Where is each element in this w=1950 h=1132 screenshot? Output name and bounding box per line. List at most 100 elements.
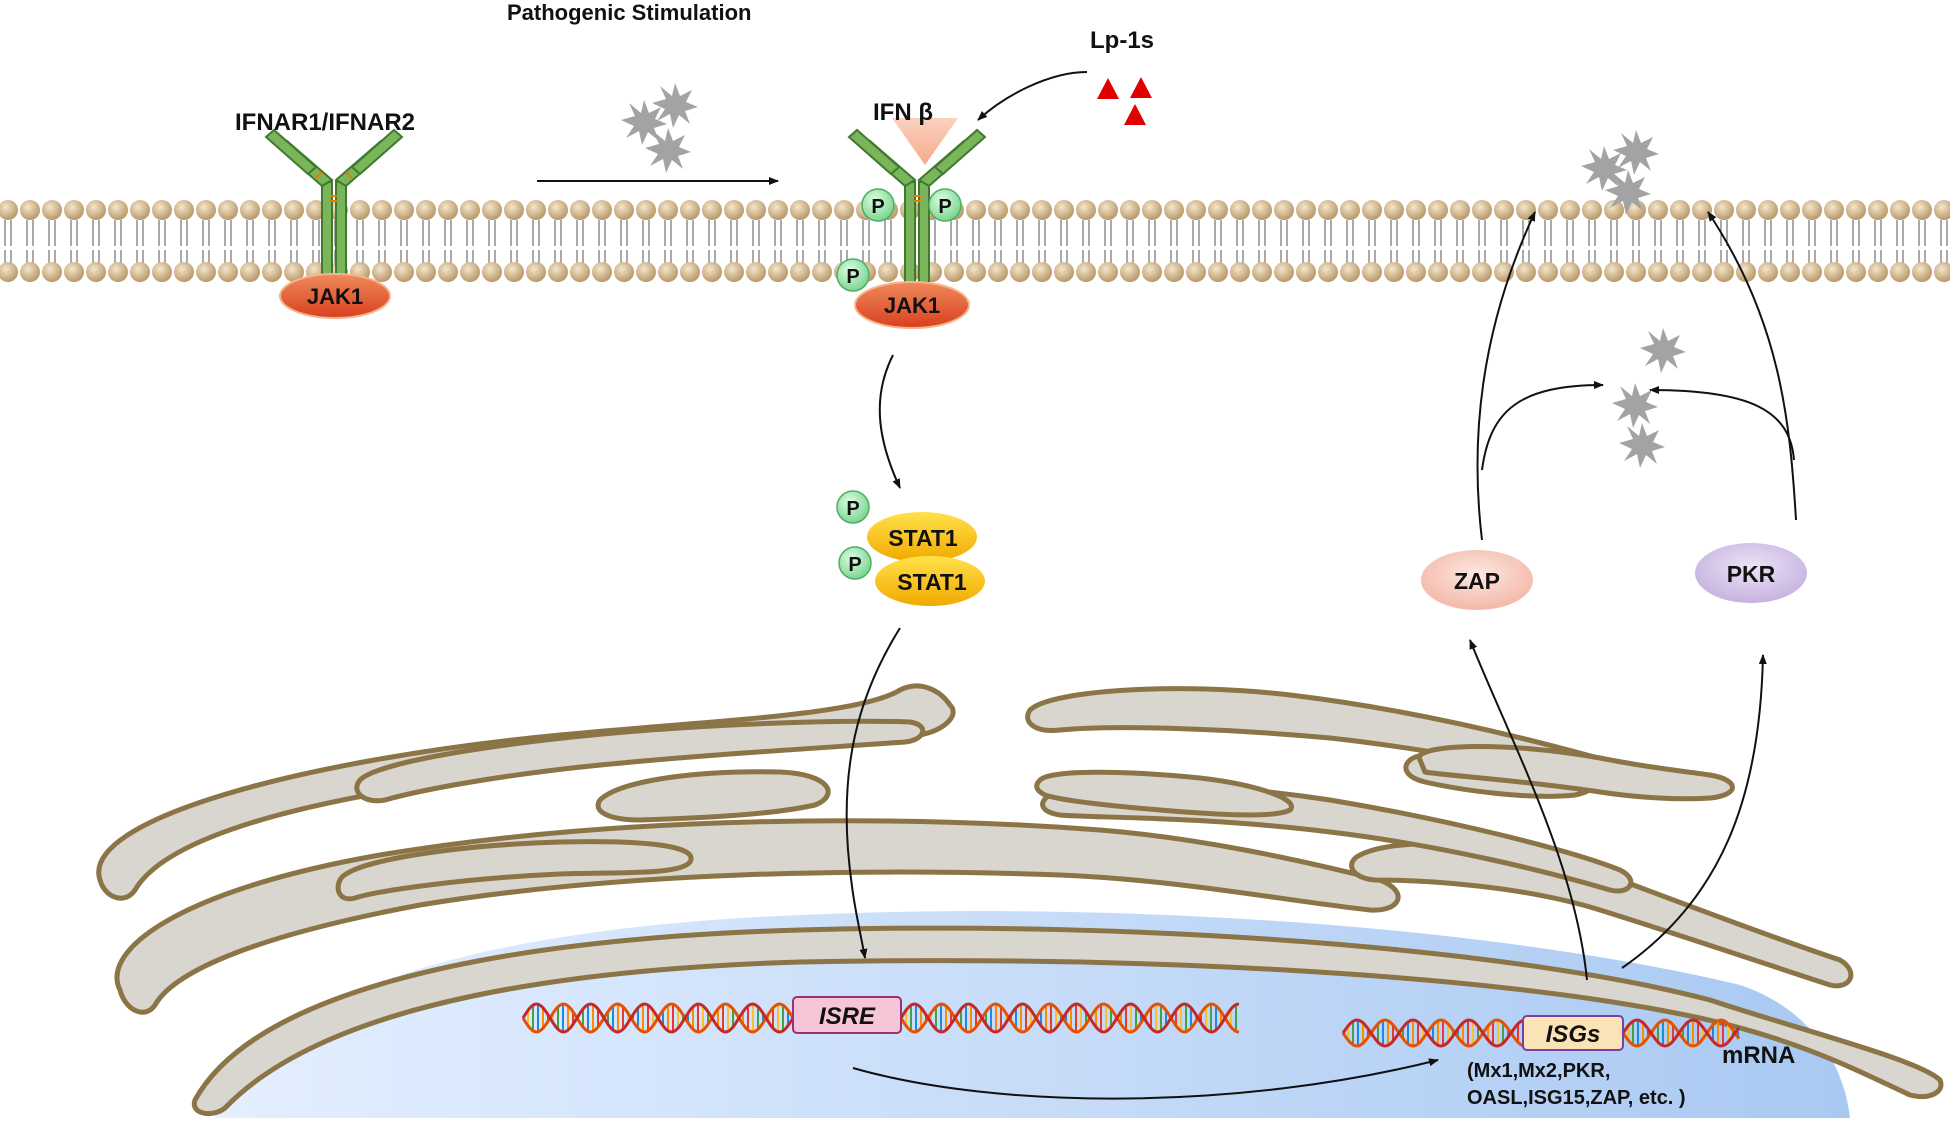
lipid-head — [1098, 262, 1118, 282]
lipid-head — [1736, 200, 1756, 220]
lipid-head — [482, 200, 502, 220]
lipid-head — [1714, 200, 1734, 220]
lipid-head — [1472, 200, 1492, 220]
lipid-head — [1582, 262, 1602, 282]
lipid-head — [1208, 200, 1228, 220]
lipid-head — [1912, 262, 1932, 282]
virus-particle-icon — [1613, 130, 1659, 175]
lipid-head — [20, 262, 40, 282]
lipid-head — [196, 262, 216, 282]
stat1-bottom-label: STAT1 — [897, 569, 967, 595]
lipid-head — [834, 200, 854, 220]
lipid-head — [416, 262, 436, 282]
pkr-label: PKR — [1727, 561, 1776, 587]
lipid-head — [1560, 262, 1580, 282]
lipid-head — [20, 200, 40, 220]
lipid-head — [174, 262, 194, 282]
lipid-head — [1252, 262, 1272, 282]
lipid-head — [570, 200, 590, 220]
ifn-beta-label: IFN β — [873, 99, 933, 126]
lipid-head — [240, 200, 260, 220]
lipid-head — [1494, 200, 1514, 220]
isgs-box: ISGs — [1522, 1015, 1624, 1051]
dna-helix-icon — [521, 1002, 1240, 1034]
lipid-head — [592, 200, 612, 220]
isgs-list-line2: OASL,ISG15,ZAP, etc. ) — [1467, 1087, 1686, 1109]
lipid-head — [152, 262, 172, 282]
lipid-head — [1670, 262, 1690, 282]
lipid-head — [130, 262, 150, 282]
lipid-head — [64, 200, 84, 220]
lipid-head — [1274, 200, 1294, 220]
lipid-head — [526, 200, 546, 220]
lipid-head — [1010, 200, 1030, 220]
endoplasmic-reticulum — [96, 683, 1944, 1117]
virus-particle-icon — [1640, 328, 1686, 373]
lipid-head — [944, 262, 964, 282]
lipid-head — [1010, 262, 1030, 282]
jak-to-stat-arrow — [878, 354, 901, 489]
phosphate-circle-icon: P — [836, 490, 870, 524]
lipid-head — [1296, 262, 1316, 282]
lipid-head — [966, 200, 986, 220]
lipid-head — [548, 262, 568, 282]
pkr-to-virus-arrow — [1649, 386, 1795, 461]
lipid-head — [1032, 200, 1052, 220]
dna-strand — [521, 1002, 795, 1034]
lipid-head — [1406, 200, 1426, 220]
jak1-right: JAK1 — [854, 281, 970, 329]
dna-strand — [1341, 1018, 1524, 1048]
lipid-head — [240, 262, 260, 282]
lipid-head — [86, 262, 106, 282]
lipid-head — [1252, 200, 1272, 220]
zap-to-virus-arrow — [1481, 381, 1604, 471]
lipid-head — [1890, 262, 1910, 282]
er-cisterna-11 — [1034, 769, 1295, 818]
isre-label: ISRE — [819, 1003, 876, 1030]
lipid-head — [1142, 200, 1162, 220]
lipid-head — [1318, 200, 1338, 220]
receptor-left — [264, 128, 404, 293]
lipid-head — [680, 200, 700, 220]
lipid-head — [372, 262, 392, 282]
er-cisterna-8 — [595, 769, 831, 823]
lipid-head — [1384, 200, 1404, 220]
lipid-head — [1670, 200, 1690, 220]
mrna-label: mRNA — [1722, 1042, 1795, 1069]
lipid-head — [768, 200, 788, 220]
lipid-head — [1120, 262, 1140, 282]
lipid-head — [570, 262, 590, 282]
lipid-head — [1032, 262, 1052, 282]
lipid-head — [1098, 200, 1118, 220]
lipid-head — [482, 262, 502, 282]
lipid-head — [460, 262, 480, 282]
lipid-head — [1296, 200, 1316, 220]
lipid-head — [1054, 262, 1074, 282]
lp1s-label: Lp-1s — [1090, 27, 1154, 54]
isgs-label: ISGs — [1546, 1021, 1601, 1048]
lipid-head — [438, 200, 458, 220]
lipid-head — [394, 262, 414, 282]
lipid-head — [1758, 262, 1778, 282]
lipid-head — [350, 200, 370, 220]
lipid-head — [108, 200, 128, 220]
lipid-head — [1230, 262, 1250, 282]
lipid-head — [1560, 200, 1580, 220]
dna-helix-icon — [1341, 1018, 1741, 1048]
lipid-head — [1802, 262, 1822, 282]
lipid-head — [1912, 200, 1932, 220]
lipid-head — [614, 200, 634, 220]
lipid-head — [812, 200, 832, 220]
lipid-head — [636, 262, 656, 282]
phosphate-label: P — [846, 266, 859, 288]
lipid-head — [702, 262, 722, 282]
lipid-head — [1802, 200, 1822, 220]
virus-particle-icon — [1581, 146, 1627, 191]
lipid-head — [636, 200, 656, 220]
disulfide-bond — [315, 171, 353, 202]
lipid-head — [790, 262, 810, 282]
jak1-left: JAK1 — [279, 273, 391, 319]
lipid-head — [1846, 262, 1866, 282]
